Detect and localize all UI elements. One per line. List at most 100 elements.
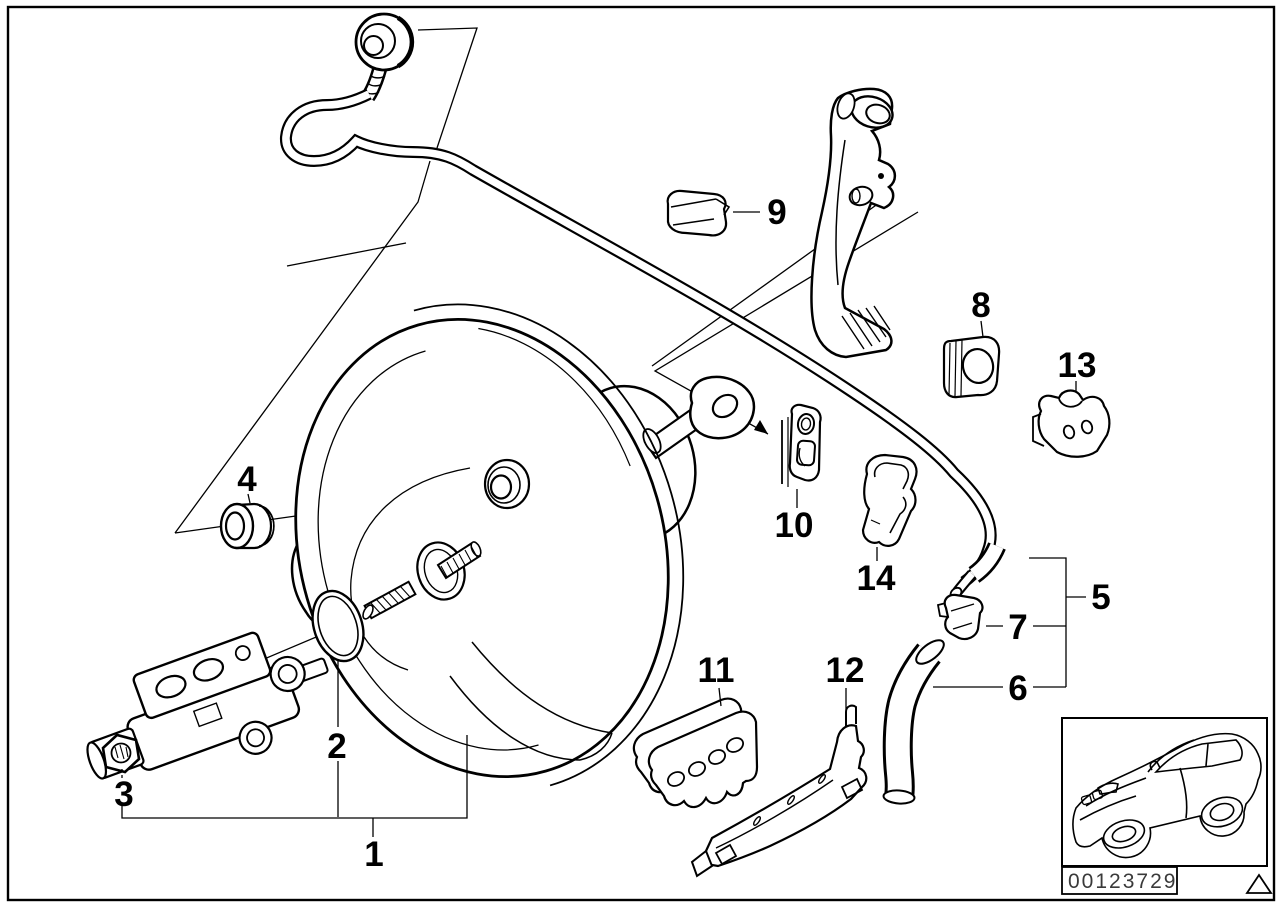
callout-label-5[interactable]: 5	[1091, 578, 1110, 617]
panel-outline	[417, 27, 478, 149]
body-detail	[192, 702, 223, 728]
hose-fill	[885, 645, 939, 799]
callout-label-7[interactable]: 7	[1008, 608, 1027, 647]
pivot-tube-bore	[865, 103, 891, 125]
plate-slot-detail	[798, 447, 806, 467]
grommet-ridges	[948, 339, 963, 397]
pivot-tube-end	[836, 92, 856, 120]
gasket-front-plate	[647, 710, 759, 809]
car-thumbnail	[1061, 717, 1268, 867]
warning-triangle-icon	[1245, 873, 1273, 894]
bracket-body	[1037, 389, 1111, 458]
callout-label-14[interactable]: 14	[857, 559, 896, 598]
car-outline-icon	[1072, 732, 1262, 859]
rivet-dot	[878, 173, 884, 179]
nut-bore	[110, 742, 132, 764]
booster-recess	[471, 641, 613, 734]
callout-labels: 1 2 3 4 5 6 7 8 9 10 11 12 13 14	[114, 193, 1110, 874]
callout-label-9[interactable]: 9	[767, 193, 786, 232]
callout-label-12[interactable]: 12	[826, 651, 865, 690]
callout-label-3[interactable]: 3	[114, 775, 133, 814]
callout-leader-lines	[121, 211, 1086, 837]
callout-label-10[interactable]: 10	[775, 506, 814, 545]
stamp-box	[1061, 866, 1178, 895]
pedal-pad-hatching	[841, 305, 891, 350]
clip-plate-10	[781, 403, 822, 487]
bracket-fold-line	[715, 779, 834, 849]
booster-seam-arc	[478, 327, 631, 467]
callout-leader-11	[718, 687, 722, 707]
callout-label-2[interactable]: 2	[327, 727, 346, 766]
grommet-8	[942, 335, 1001, 399]
clip-body	[666, 189, 728, 237]
callout-label-8[interactable]: 8	[971, 286, 990, 325]
vacuum-hose	[882, 639, 945, 805]
panel-outline	[174, 160, 431, 534]
stamp-code: 00123729	[1068, 870, 1177, 893]
bracket-slit	[817, 774, 827, 784]
clevis-eyelet	[689, 375, 756, 440]
group-bracket-5	[1029, 557, 1067, 687]
plate-slot	[796, 439, 816, 467]
thumbnail-box	[1061, 717, 1268, 867]
gasket-11	[632, 697, 759, 809]
reservoir-port	[155, 674, 187, 699]
clip-line	[672, 218, 715, 226]
callout-leader-4	[247, 493, 251, 504]
grommet-hole	[224, 511, 246, 541]
pointer-arrowhead	[754, 420, 768, 434]
group-bracket-1	[121, 735, 468, 819]
grommet-hole	[961, 347, 995, 385]
booster-recess	[449, 675, 581, 761]
pedal-arm-inner-line	[835, 139, 846, 286]
hose-opening-bottom	[882, 789, 916, 805]
outlet-boss	[238, 720, 273, 755]
callout-label-6[interactable]: 6	[1008, 669, 1027, 708]
callout-label-1[interactable]: 1	[364, 835, 383, 874]
retaining-clip-9	[666, 189, 731, 237]
clevis-eye-hole	[711, 393, 739, 419]
booster-dome	[294, 318, 670, 778]
booster-flange-edge	[413, 303, 685, 787]
plate-hole-inner	[800, 417, 812, 431]
grommet	[219, 502, 275, 550]
callout-label-13[interactable]: 13	[1058, 346, 1097, 385]
hex-nut	[101, 733, 141, 774]
stud-tip	[362, 604, 374, 620]
clip-body	[943, 593, 984, 641]
gasket-hole	[707, 749, 727, 765]
clip-line	[670, 198, 717, 208]
bracket-tab	[1032, 413, 1045, 447]
clip-line	[950, 603, 975, 612]
plate-hole	[796, 413, 816, 435]
bracket-slit	[786, 795, 796, 805]
bracket-slit	[752, 816, 762, 826]
callout-label-11[interactable]: 11	[698, 651, 735, 690]
bracket-13	[1032, 389, 1111, 458]
callout-label-4[interactable]: 4	[237, 460, 257, 499]
callout-leader-8	[980, 320, 984, 338]
pedal-bushing-bore	[851, 188, 861, 204]
pedal-bracket	[810, 87, 897, 359]
kidney-grille-icon	[1091, 789, 1104, 801]
bracket-foot	[690, 849, 714, 878]
clip-tab	[715, 198, 731, 216]
hose-clip-7	[936, 593, 984, 641]
stud-tip	[470, 541, 482, 557]
bracket-notch	[1058, 398, 1083, 408]
hose-opening-top	[915, 639, 945, 665]
outlet-hole	[246, 728, 265, 748]
clip-line	[952, 622, 973, 630]
pipe-collar	[969, 543, 1004, 581]
booster-port-hole	[489, 474, 513, 500]
pedal-bushing	[848, 185, 874, 207]
clip-inner	[873, 462, 910, 490]
bracket-hole	[840, 777, 864, 800]
bracket-top-tab	[845, 704, 857, 726]
stud-threads	[369, 585, 411, 614]
bracket-hole	[1062, 424, 1076, 440]
o-ring-inner	[317, 595, 359, 657]
kidney-grille-icon	[1080, 794, 1093, 806]
grommet-ridge	[264, 508, 275, 544]
